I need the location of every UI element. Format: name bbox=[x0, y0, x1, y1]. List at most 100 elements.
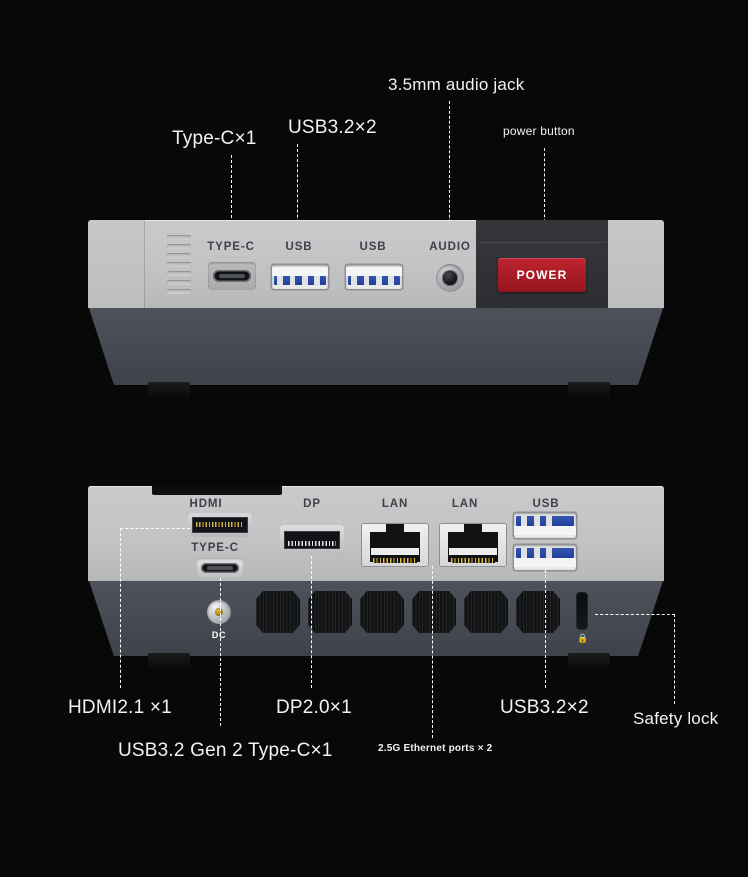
leader-line-usb-rear bbox=[545, 570, 546, 688]
lan-clip-tab bbox=[463, 524, 483, 534]
usb-port-front-1[interactable] bbox=[272, 265, 328, 289]
callout-usb-front: USB3.2×2 bbox=[288, 117, 377, 138]
leader-line-usb-front bbox=[297, 144, 298, 268]
vent-slat bbox=[167, 271, 191, 276]
vent-slat bbox=[167, 280, 191, 285]
lan-divider bbox=[449, 548, 497, 556]
leader-line-audio bbox=[449, 101, 450, 267]
rear-vent bbox=[516, 591, 560, 633]
callout-type-c: Type-C×1 bbox=[172, 128, 257, 149]
type-c-slot bbox=[213, 269, 251, 283]
displayport-port[interactable] bbox=[280, 525, 344, 555]
hdmi-port[interactable] bbox=[188, 513, 252, 537]
lan-cavity bbox=[369, 532, 421, 562]
leader-line-safety-v bbox=[674, 614, 675, 704]
port-label-dc: DC bbox=[211, 630, 227, 640]
chassis-foot-left-rear bbox=[148, 653, 190, 673]
usb-cavity bbox=[514, 558, 576, 567]
port-label-usb-2: USB bbox=[359, 241, 387, 253]
dp-cavity bbox=[284, 530, 340, 550]
port-label-lan-1: LAN bbox=[381, 498, 409, 510]
leader-line-power bbox=[544, 148, 545, 258]
lan-port-2[interactable] bbox=[440, 524, 506, 566]
type-c-slot-rear bbox=[201, 563, 239, 573]
vent-slat bbox=[167, 235, 191, 240]
port-label-hdmi: HDMI bbox=[189, 498, 223, 510]
vent-slat bbox=[167, 289, 191, 294]
vent-slat bbox=[167, 262, 191, 267]
audio-jack-hole bbox=[442, 270, 458, 286]
faceplate-seam-left bbox=[144, 220, 145, 308]
dc-power-jack[interactable] bbox=[207, 600, 231, 624]
type-c-port-front[interactable] bbox=[208, 262, 256, 290]
port-label-audio: AUDIO bbox=[429, 241, 471, 253]
callout-audio-jack: 3.5mm audio jack bbox=[388, 75, 525, 94]
usb-pin bbox=[363, 276, 370, 285]
usb-pin bbox=[351, 276, 357, 285]
faceplate-front bbox=[144, 220, 476, 308]
port-label-type-c-rear: TYPE-C bbox=[191, 542, 239, 554]
usb-blue-tongue bbox=[516, 548, 574, 558]
vent-slat bbox=[167, 253, 191, 258]
lan-clip-tab bbox=[385, 524, 405, 534]
vent-slat bbox=[167, 244, 191, 249]
usb-pin bbox=[521, 548, 528, 558]
audio-jack-port[interactable] bbox=[436, 264, 464, 292]
lan-port-1[interactable] bbox=[362, 524, 428, 566]
port-label-usb-1: USB bbox=[285, 241, 313, 253]
lan-pins bbox=[450, 557, 496, 563]
usb-blue-tongue bbox=[516, 516, 574, 526]
callout-ethernet: 2.5G Ethernet ports × 2 bbox=[378, 743, 493, 754]
usb-pin bbox=[546, 548, 553, 558]
power-button[interactable]: POWER bbox=[498, 258, 586, 292]
usb-cavity bbox=[346, 267, 402, 276]
usb-pin bbox=[289, 276, 296, 285]
leader-line-hdmi-v bbox=[120, 528, 121, 688]
usb-pin bbox=[546, 516, 553, 526]
callout-power-button: power button bbox=[503, 124, 575, 138]
leader-line-type-c-rear bbox=[220, 578, 221, 726]
chassis-foot-right bbox=[568, 382, 610, 402]
leader-line-ethernet bbox=[432, 566, 433, 738]
usb-pin bbox=[533, 548, 540, 558]
usb-pin bbox=[533, 516, 540, 526]
usb-cavity bbox=[514, 526, 576, 535]
antenna-slot bbox=[152, 486, 282, 495]
usb-cavity bbox=[272, 267, 328, 276]
usb-blue-tongue bbox=[348, 276, 400, 285]
lock-icon: 🔒 bbox=[577, 633, 589, 643]
usb-pin bbox=[388, 276, 395, 285]
port-label-type-c: TYPE-C bbox=[207, 241, 255, 253]
rear-vent bbox=[308, 591, 352, 633]
callout-type-c-rear: USB3.2 Gen 2 Type-C×1 bbox=[118, 740, 333, 761]
rear-vent bbox=[360, 591, 404, 633]
usb-port-rear-2[interactable] bbox=[514, 545, 576, 570]
usb-port-front-2[interactable] bbox=[346, 265, 402, 289]
type-c-port-rear[interactable] bbox=[196, 558, 244, 578]
usb-pin bbox=[314, 276, 321, 285]
faceplate-left-cheek bbox=[88, 220, 144, 308]
power-housing-seam bbox=[478, 242, 606, 243]
rear-vent bbox=[256, 591, 300, 633]
rear-vent bbox=[464, 591, 508, 633]
usb-port-rear-1[interactable] bbox=[514, 513, 576, 538]
leader-line-dp bbox=[311, 556, 312, 688]
chassis-foot-right-rear bbox=[568, 653, 610, 673]
kensington-lock-slot[interactable] bbox=[576, 592, 588, 630]
leader-line-hdmi-h bbox=[120, 528, 190, 529]
leader-line-safety-h bbox=[595, 614, 675, 615]
callout-dp: DP2.0×1 bbox=[276, 697, 352, 718]
usb-pin bbox=[277, 276, 283, 285]
lan-cavity bbox=[447, 532, 499, 562]
port-label-dp: DP bbox=[303, 498, 321, 510]
callout-usb-rear: USB3.2×2 bbox=[500, 697, 589, 718]
usb-pin bbox=[376, 276, 382, 285]
faceplate-right-cheek bbox=[608, 220, 664, 308]
usb-blue-tongue bbox=[274, 276, 326, 285]
chassis-body bbox=[88, 305, 664, 385]
chassis-foot-left bbox=[148, 382, 190, 402]
lan-pins bbox=[372, 557, 418, 563]
callout-hdmi: HDMI2.1 ×1 bbox=[68, 697, 172, 718]
rear-vent bbox=[412, 591, 456, 633]
